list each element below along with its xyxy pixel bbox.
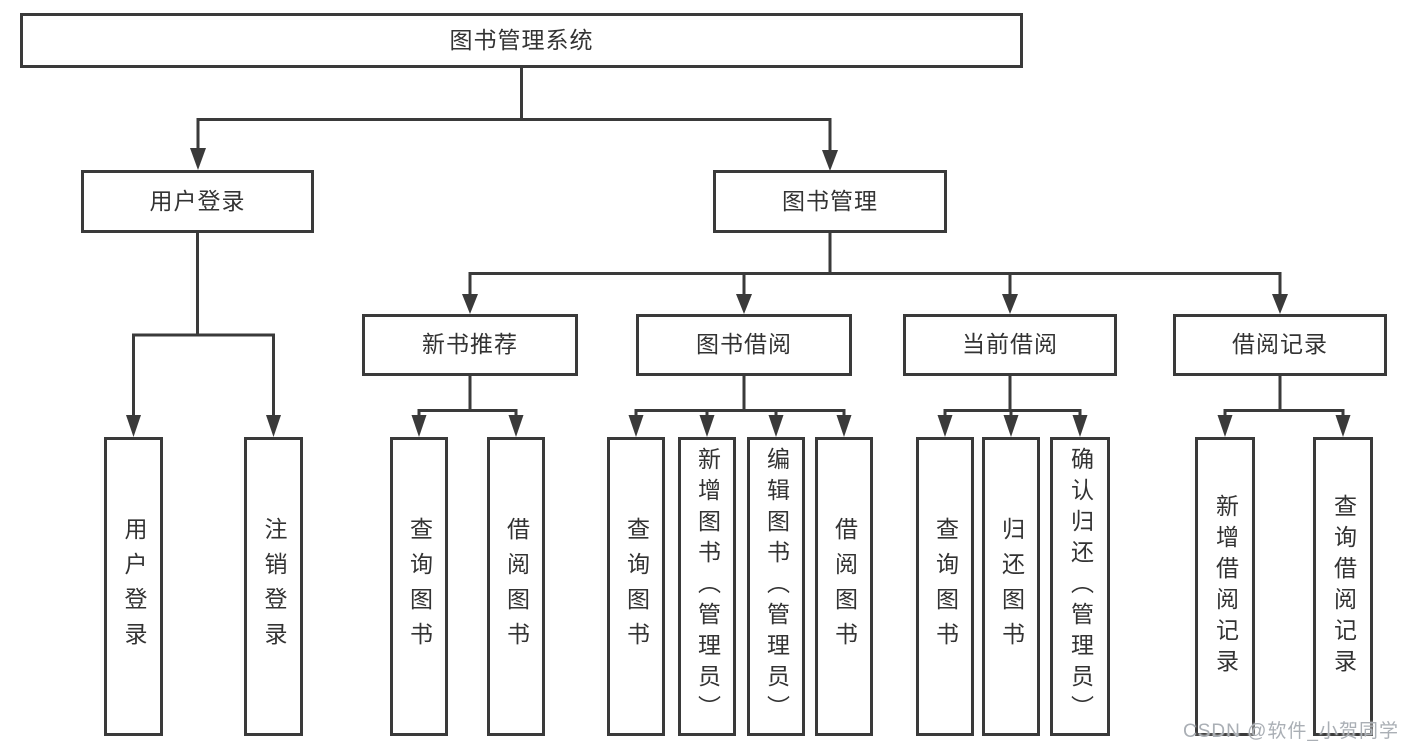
node-library-management-system: 图书管理系统 bbox=[20, 13, 1023, 68]
node-label: 图书管理系统 bbox=[449, 26, 594, 53]
leaf-label: 归还图书 bbox=[998, 516, 1025, 657]
leaf-add-borrow-record: 新增借阅记录 bbox=[1195, 437, 1255, 736]
leaf-logout: 注销登录 bbox=[244, 437, 303, 736]
csdn-watermark: CSDN @软件_小贺同学 bbox=[1183, 721, 1399, 742]
node-borrowing-records: 借阅记录 bbox=[1173, 314, 1387, 376]
leaf-label: 确认归还（管理员） bbox=[1067, 447, 1094, 726]
leaf-label: 新增图书（管理员） bbox=[694, 447, 721, 726]
leaf-label: 查询图书 bbox=[932, 516, 959, 657]
leaf-query-books-borrow: 查询图书 bbox=[607, 437, 665, 736]
node-new-book-recommendation: 新书推荐 bbox=[362, 314, 578, 376]
leaf-label: 查询借阅记录 bbox=[1330, 493, 1357, 680]
leaf-borrow-books: 借阅图书 bbox=[815, 437, 873, 736]
node-label: 借阅记录 bbox=[1232, 331, 1328, 358]
node-book-borrowing: 图书借阅 bbox=[636, 314, 852, 376]
leaf-return-books: 归还图书 bbox=[982, 437, 1040, 736]
leaf-label: 查询图书 bbox=[623, 516, 650, 657]
leaf-label: 借阅图书 bbox=[831, 516, 858, 657]
node-label: 当前借阅 bbox=[962, 331, 1058, 358]
node-label: 新书推荐 bbox=[422, 331, 518, 358]
leaf-label: 借阅图书 bbox=[503, 516, 530, 657]
leaf-label: 新增借阅记录 bbox=[1212, 493, 1239, 680]
leaf-label: 用户登录 bbox=[121, 516, 147, 657]
node-book-management: 图书管理 bbox=[713, 170, 947, 233]
node-current-borrowing: 当前借阅 bbox=[903, 314, 1117, 376]
leaf-label: 查询图书 bbox=[406, 516, 433, 657]
node-user-login: 用户登录 bbox=[81, 170, 314, 233]
node-label: 用户登录 bbox=[149, 187, 246, 214]
leaf-query-books-new: 查询图书 bbox=[390, 437, 448, 736]
leaf-label: 注销登录 bbox=[261, 516, 287, 657]
leaf-label: 编辑图书（管理员） bbox=[763, 447, 790, 726]
leaf-add-books-admin: 新增图书（管理员） bbox=[678, 437, 736, 736]
leaf-edit-books-admin: 编辑图书（管理员） bbox=[747, 437, 805, 736]
leaf-query-books-current: 查询图书 bbox=[916, 437, 974, 736]
node-label: 图书管理 bbox=[782, 187, 878, 214]
node-label: 图书借阅 bbox=[696, 331, 792, 358]
leaf-borrow-books-new: 借阅图书 bbox=[487, 437, 545, 736]
leaf-query-borrow-record: 查询借阅记录 bbox=[1313, 437, 1373, 736]
leaf-confirm-return-admin: 确认归还（管理员） bbox=[1050, 437, 1110, 736]
leaf-user-login: 用户登录 bbox=[104, 437, 163, 736]
